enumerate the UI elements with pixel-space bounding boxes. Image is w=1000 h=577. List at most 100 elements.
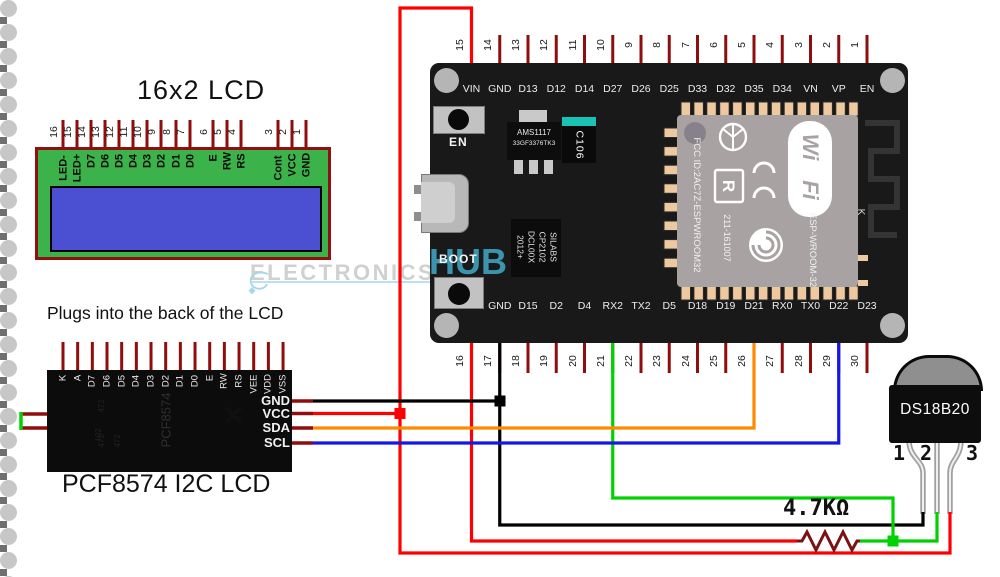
pcf-pin-label-k: K bbox=[57, 375, 69, 382]
ds18b20-body: DS18B20 bbox=[889, 385, 981, 443]
wifi-logo-text: Wi bbox=[798, 134, 823, 162]
esp32-bottom-pin-number: 29 bbox=[820, 355, 833, 367]
pin-hole-center bbox=[0, 113, 7, 120]
pcf-pin-label-d0: D0 bbox=[189, 374, 201, 388]
usb-tab bbox=[414, 212, 424, 221]
esp32-bottom-pin-number: 28 bbox=[792, 355, 805, 367]
esp32-bottom-pin-number: 17 bbox=[481, 355, 494, 367]
esp32-pin-label-d32: D32 bbox=[716, 83, 736, 95]
module-castellation-pad bbox=[663, 201, 679, 213]
module-castellation-pad bbox=[663, 257, 679, 269]
pin-hole bbox=[0, 528, 17, 545]
lcd-pin-label-d1: D1 bbox=[170, 153, 183, 169]
wire-scl-blue bbox=[313, 343, 841, 445]
pin-hole-center bbox=[0, 521, 7, 528]
capacitor-stripe bbox=[562, 117, 596, 126]
pin-hole-center bbox=[0, 545, 7, 552]
pin-hole-center bbox=[0, 305, 7, 312]
wifi-logo-icon bbox=[788, 121, 832, 217]
esp32-bottom-pin-number: 25 bbox=[707, 355, 720, 367]
pin-hole bbox=[0, 120, 17, 137]
pcf-pin-label-rw: RW bbox=[218, 373, 230, 389]
esp32-top-pin-number: 6 bbox=[707, 42, 720, 48]
esp32-pin-label-d12: D12 bbox=[546, 83, 566, 95]
pin-hole-center bbox=[0, 401, 7, 408]
lcd-pin-label-rs: RS bbox=[235, 153, 248, 169]
module-castellation-pad bbox=[719, 101, 730, 117]
lcd-pin-label-rw: RW bbox=[221, 151, 234, 171]
esp32-top-pin-number: 9 bbox=[622, 42, 635, 48]
lcd-pin-number: 9 bbox=[145, 129, 158, 135]
pin-hole-center bbox=[0, 41, 7, 48]
pin-hole bbox=[0, 192, 17, 209]
pin-hole bbox=[0, 48, 17, 65]
module-castellation-pad bbox=[693, 101, 704, 117]
pin-hole-center bbox=[0, 281, 7, 288]
lcd-title: 16x2 LCD bbox=[137, 75, 266, 105]
esp32-pin-label-d26: D26 bbox=[631, 83, 651, 95]
module-castellation-pad bbox=[757, 101, 769, 117]
en-button-label: EN bbox=[449, 135, 468, 149]
esp32-pin-label-d22: D22 bbox=[829, 300, 849, 312]
lcd-pin-label-d3: D3 bbox=[141, 153, 154, 169]
pcf8574-chip-label: PCF8574 bbox=[158, 392, 173, 448]
wire-gnd-to-sensor bbox=[498, 343, 925, 527]
module-castellation-pad bbox=[848, 285, 859, 301]
wifi-logo-text2: Fi bbox=[798, 180, 823, 200]
boot-button-cap bbox=[448, 283, 470, 305]
module-castellation-pad bbox=[663, 183, 679, 194]
module-castellation-pad bbox=[745, 285, 756, 301]
pcf-pin-label-vdd: VDD bbox=[262, 373, 274, 394]
esp32-pin-label-d4: D4 bbox=[577, 300, 592, 312]
pin-hole-center bbox=[0, 377, 7, 384]
junction-black bbox=[494, 395, 506, 407]
esp32-top-pin-number: 8 bbox=[651, 42, 663, 48]
pin-hole bbox=[0, 360, 17, 377]
antenna-k-label: K bbox=[855, 209, 866, 216]
esp32-top-pin-number: 12 bbox=[538, 39, 550, 51]
esp32-top-pin-number: 11 bbox=[566, 39, 579, 51]
esp32-bottom-pin-number: 21 bbox=[594, 355, 607, 367]
pcf-pin-label-d5: D5 bbox=[115, 374, 127, 388]
pin-hole bbox=[0, 144, 17, 161]
esp32-pin-label-d2: D2 bbox=[549, 300, 563, 312]
lcd-pin-label-d4: D4 bbox=[127, 153, 140, 169]
module-castellation-pad bbox=[783, 285, 795, 301]
pcf-pin-label-vee: VEE bbox=[247, 374, 259, 394]
r-mark-text: R bbox=[719, 180, 738, 192]
pin-hole bbox=[0, 456, 17, 473]
module-castellation-pad bbox=[719, 285, 730, 301]
esp32-pin-label-d5: D5 bbox=[662, 300, 676, 312]
pin-hole bbox=[0, 504, 17, 521]
antenna-pad bbox=[858, 255, 868, 261]
lcd-pin-number: 5 bbox=[211, 129, 224, 135]
resistor-value-label: 4.7KΩ bbox=[783, 496, 850, 521]
capacitor-label: C106 bbox=[573, 130, 586, 160]
lcd-pin-number: 6 bbox=[197, 129, 210, 135]
esp32-pin-label-d15: D15 bbox=[518, 300, 538, 312]
pin-hole-center bbox=[0, 161, 7, 168]
pcf8574-module bbox=[47, 370, 292, 472]
sensor-leads bbox=[906, 439, 964, 514]
module-castellation-pad bbox=[822, 285, 833, 301]
lcd-screen bbox=[50, 186, 322, 252]
resistor-zigzag bbox=[797, 528, 861, 554]
pcf-pin-label-d6: D6 bbox=[101, 374, 113, 388]
pin-hole-center bbox=[0, 449, 7, 456]
r-mark-box bbox=[713, 168, 745, 204]
pin-hole-center bbox=[0, 65, 7, 72]
regulator-tab bbox=[519, 110, 547, 124]
pin-hole-center bbox=[0, 569, 7, 576]
usb-connector-inner bbox=[421, 182, 455, 223]
module-castellation-pad bbox=[809, 101, 820, 117]
lcd-pin-number: 8 bbox=[160, 129, 173, 135]
pcf-resistor-472-label: 472 bbox=[113, 434, 122, 448]
pcf-right-pin-label: GND bbox=[261, 393, 290, 408]
esp32-pin-label-d23: D23 bbox=[857, 300, 877, 312]
boot-button-label: BOOT bbox=[439, 252, 478, 266]
pin-hole-center bbox=[0, 425, 7, 432]
pin-hole bbox=[0, 72, 17, 89]
esp32-top-pin-number: 5 bbox=[735, 42, 748, 48]
module-castellation-pad bbox=[822, 101, 833, 117]
